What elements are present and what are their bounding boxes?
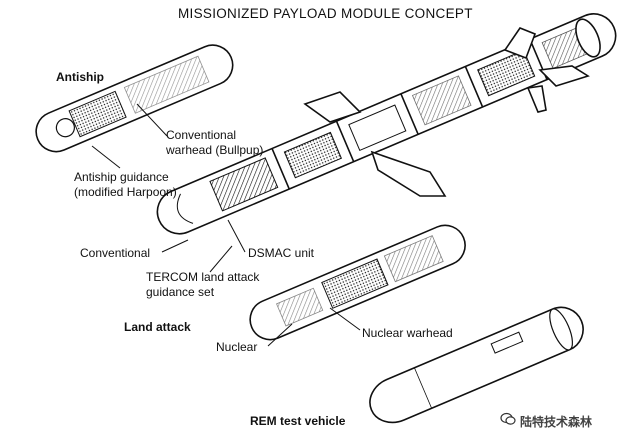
label-tercom-line2: guidance set [146,285,215,299]
diagram-title: MISSIONIZED PAYLOAD MODULE CONCEPT [178,6,473,21]
section-label-rem-test: REM test vehicle [250,414,346,428]
section-label-antiship: Antiship [56,70,104,84]
antiship-module [35,44,234,153]
label-tercom-line1: TERCOM land attack [146,270,260,284]
leader-tercom [209,245,233,273]
missile-body [156,13,617,235]
leader-antiship-guidance [91,145,121,169]
leader-nuclear-warhead [329,307,361,331]
leader-conventional-warhead [136,103,168,137]
label-nuclear: Nuclear [216,340,258,354]
watermark-text: 陆特技术森林 [520,415,593,429]
label-antiship-guidance-line2: (modified Harpoon) [74,185,177,199]
rem-test-vehicle [369,306,584,424]
wechat-logo-icon [500,412,516,425]
leader-nuclear [267,323,293,347]
label-antiship-guidance-line1: Antiship guidance [74,170,169,184]
land-attack-module [249,224,466,341]
label-conventional-warhead-line2: warhead (Bullpup) [166,143,264,157]
leader-dsmac [227,219,246,253]
label-nuclear-warhead: Nuclear warhead [362,326,453,340]
leader-conventional [161,239,189,253]
label-conventional: Conventional [80,246,151,260]
section-label-land-attack: Land attack [124,320,191,334]
label-dsmac-unit: DSMAC unit [248,246,315,260]
leader-lines [91,103,361,347]
label-conventional-warhead-line1: Conventional [166,128,237,142]
